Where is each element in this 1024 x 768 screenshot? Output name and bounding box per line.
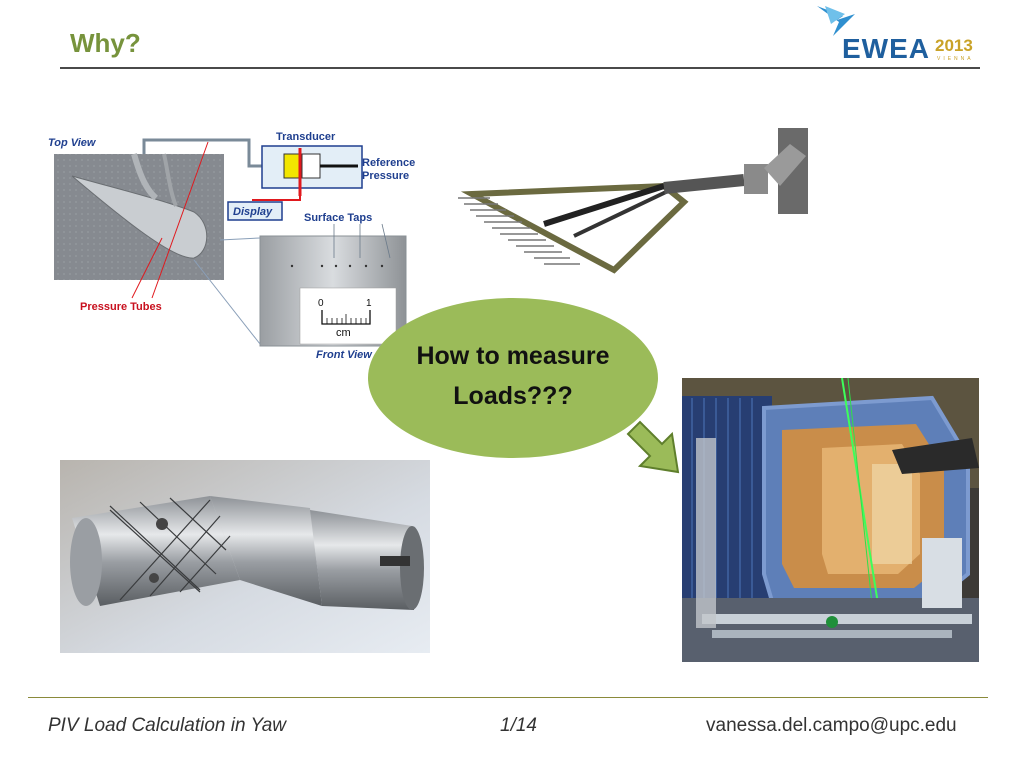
logo-turbine-icon — [817, 6, 855, 36]
pressure-tubes-label: Pressure Tubes — [80, 301, 162, 313]
front-view-label: Front View — [316, 349, 373, 361]
surface-taps-label: Surface Taps — [304, 212, 372, 224]
wind-tunnel-photo — [682, 378, 979, 662]
arrow-down-right-icon — [626, 420, 680, 474]
top-view-label: Top View — [48, 137, 97, 149]
title-divider — [60, 67, 980, 69]
pressure-taps-figure: Top View Transducer Reference Pressure D… — [48, 131, 415, 361]
display-label: Display — [233, 206, 273, 218]
bubble-line-1: How to measure — [416, 342, 610, 370]
scale-zero: 0 — [318, 298, 324, 309]
bubble-text: How to measure Loads??? — [368, 336, 658, 416]
footer-title: PIV Load Calculation in Yaw — [48, 715, 287, 736]
scale-unit: cm — [336, 327, 351, 339]
page-number: 1/14 — [500, 715, 537, 736]
transducer-label: Transducer — [276, 131, 336, 143]
question-bubble — [368, 298, 658, 458]
logo-year: 2013 — [935, 36, 973, 55]
pressure-rake-figure — [454, 124, 810, 280]
pressure-label: Pressure — [362, 170, 409, 182]
ewea-logo — [817, 6, 855, 36]
logo-city: VIENNA — [937, 56, 974, 62]
force-balance-figure — [60, 460, 430, 653]
footer-email: vanessa.del.campo@upc.edu — [706, 715, 957, 736]
footer-divider — [28, 697, 988, 698]
logo-name: EWEA — [842, 33, 930, 64]
bubble-line-2: Loads??? — [453, 382, 573, 410]
scale-one: 1 — [366, 298, 372, 309]
reference-label: Reference — [362, 157, 415, 169]
slide-title: Why? — [70, 28, 141, 58]
